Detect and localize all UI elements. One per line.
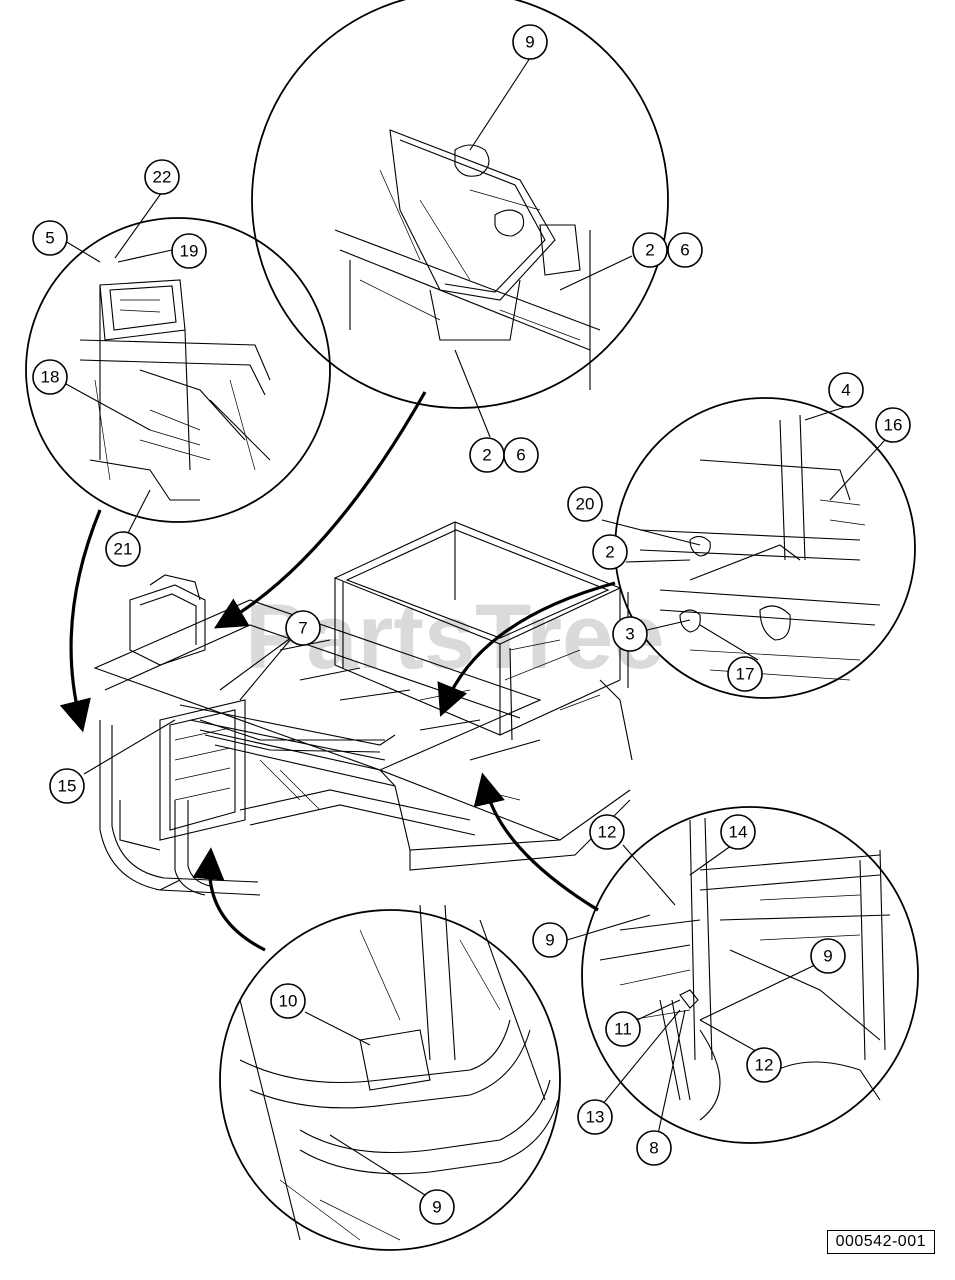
callout-2: 2 [632,232,668,268]
callout-20: 20 [567,486,603,522]
callout-label: 12 [598,823,617,842]
leader-lines [59,57,886,1196]
callout-label: 15 [58,777,77,796]
callout-label: 6 [516,446,525,465]
detail-view-top-left [25,217,331,523]
callout-7: 7 [285,610,321,646]
callout-15: 13 [577,1099,613,1135]
callout-label: 18 [41,368,60,387]
callout-19: 19 [171,233,207,269]
callout-10: 10 [270,983,306,1019]
callout-21: 21 [105,531,141,567]
callout-9: 9 [810,938,846,974]
callout-label: 12 [755,1056,774,1075]
callout-label: 19 [180,242,199,261]
callout-label: 7 [298,619,307,638]
callout-label: 9 [432,1198,441,1217]
callout-22: 22 [144,159,180,195]
callout-label: 9 [823,947,832,966]
callout-14: 16 [875,407,911,443]
callout-label: 13 [586,1108,605,1127]
callout-2: 2 [592,534,628,570]
callout-label: 22 [153,168,172,187]
callout-3: 3 [612,616,648,652]
detail-view-bottom-center [219,904,561,1251]
callout-18: 18 [32,359,68,395]
callout-label: 21 [114,540,133,559]
callout-11: 11 [605,1011,641,1047]
callout-label: 20 [576,495,595,514]
callout-label: 3 [625,625,634,644]
callout-13: 15 [49,768,85,804]
callout-label: 6 [680,241,689,260]
pointer-arrows [59,391,616,952]
callout-9: 9 [512,24,548,60]
callout-label: 16 [884,416,903,435]
drawing-code-label: 000542-001 [826,1230,935,1254]
callout-label: 14 [729,823,748,842]
callout-2: 2 [469,437,505,473]
callout-16: 14 [720,814,756,850]
callout-4: 4 [828,372,864,408]
callout-label: 10 [279,992,298,1011]
callout-label: 11 [614,1020,632,1039]
callout-8: 8 [636,1130,672,1166]
callout-label: 9 [545,931,554,950]
callout-12: 12 [746,1047,782,1083]
callout-label: 17 [736,665,755,684]
callout-6: 6 [667,232,703,268]
detail-view-right-lower [581,806,919,1144]
callout-label: 2 [605,543,614,562]
callout-label: 8 [649,1139,658,1158]
callout-6: 6 [503,437,539,473]
callout-9: 9 [532,922,568,958]
callout-5: 5 [32,220,68,256]
callout-9: 9 [419,1189,455,1225]
detail-view-top-center [251,0,669,409]
callout-label: 9 [525,33,534,52]
callout-12: 12 [589,814,625,850]
callout-label: 2 [482,446,491,465]
main-frame-assembly [93,521,633,896]
callout-label: 4 [841,381,850,400]
detail-view-right-upper [614,397,916,699]
callout-17: 17 [727,656,763,692]
callout-label: 5 [45,229,54,248]
callout-label: 2 [645,241,654,260]
